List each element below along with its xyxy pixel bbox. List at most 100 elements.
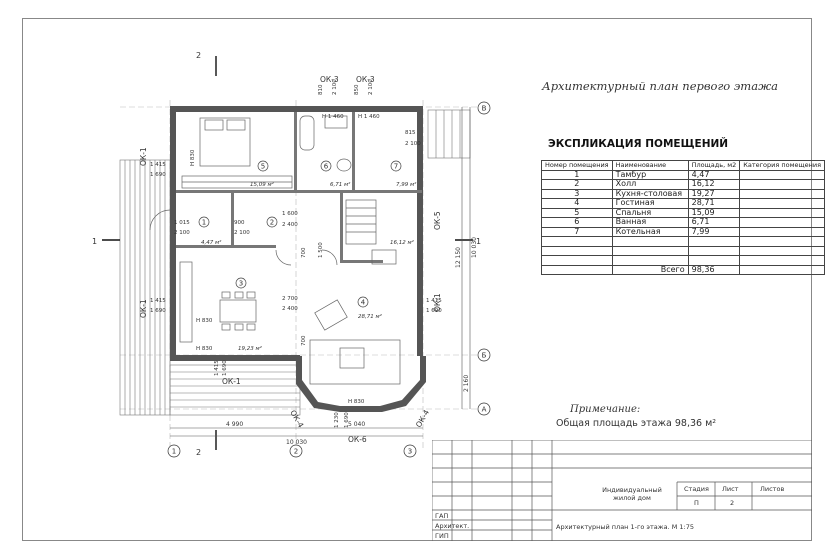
opening-2400-b: 2 400 [282,306,298,312]
room-area-4: 28,71 м² [358,313,383,320]
opening-1415-south: 1 415 [214,360,220,376]
opening-700-b: 700 [301,335,307,346]
opening-2100-boiler: 2 100 [405,141,421,147]
opening-1415-west-b: 1 415 [150,298,166,304]
dim-5040: 5 040 [348,421,365,428]
drawing-frame [22,18,812,541]
explication-title: ЭКСПЛИКАЦИЯ ПОМЕЩЕНИЙ [548,138,729,150]
title-block-grid [432,440,812,541]
bed [199,117,251,167]
axis-label-a: А [482,406,487,414]
terrace [119,109,471,416]
furniture [149,115,401,385]
opening-1415-east: 1 415 [426,298,442,304]
room-area-2: 16,12 м² [390,239,415,246]
architect-label: Архитект. [435,522,470,530]
header-name: Наименование [611,160,689,171]
toilet [336,158,352,172]
note-text: Общая площадь этажа 98,36 м² [556,418,717,429]
opening-815: 815 [405,130,416,136]
fireplace [371,249,397,265]
stage-label: Стадия [684,485,709,493]
dim-10030-vertical: 10 030 [471,237,478,258]
section-mark-1-right: 1 [476,237,481,246]
opening-1500: 1 500 [318,242,324,258]
header-number: Номер помещения [541,160,613,171]
opening-810: 810 [318,84,324,95]
section-mark-1-left: 1 [92,237,97,246]
sheet-title: Архитектурный план 1-го этажа. М 1:75 [556,523,695,531]
window-mark-ok1-a: ОК-1 [139,147,148,166]
dim-2160: 2 160 [463,375,470,392]
window-mark-ok1-d: ОК-1 [222,377,241,386]
header-area: Площадь, м2 [687,160,741,171]
window-mark-ok1-b: ОК-1 [139,299,148,318]
explication-table: Номер помещения Наименование Площадь, м2… [541,160,825,275]
window-mark-ok6: ОК-6 [348,435,367,444]
opening-900-a: 900 [234,220,245,226]
room-number-6: 6 [324,163,329,171]
room-markers [198,160,402,308]
opening-h830-kitchen: Н 830 [196,346,213,352]
bathtub [299,115,315,151]
gap-label: ГАП [435,512,449,520]
window-mark-ok3-a: ОК-3 [320,75,339,84]
window-mark-ok3-b: ОК-3 [356,75,375,84]
opening-2400-a: 2 400 [282,222,298,228]
opening-1690-west-a: 1 690 [150,172,166,178]
opening-1015: 1 015 [174,220,190,226]
room-number-1: 1 [202,219,206,227]
opening-1690-south: 1 690 [344,412,350,428]
dim-4990: 4 990 [226,421,243,428]
axis-label-2: 2 [294,448,298,456]
armchair [314,299,348,331]
axis-label-1: 1 [172,448,176,456]
room-number-2: 2 [270,219,274,227]
room-number-5: 5 [261,163,265,171]
opening-2100-c: 2 100 [234,230,250,236]
opening-h1460-b: Н 1 460 [358,114,380,120]
opening-2700: 2 700 [282,296,298,302]
dim-10030: 10 030 [286,439,307,446]
sink [324,115,348,129]
sofa [309,339,401,385]
dimension-lines [170,107,471,437]
entrance-door-swing [149,209,171,231]
window-mark-ok1-c: ОК-1 [433,293,442,312]
opening-700-a: 700 [301,247,307,258]
opening-2100-entry: 2 100 [174,230,190,236]
dining-table [219,299,257,323]
axis-label-3: 3 [408,448,412,456]
title-block: Индивидуальный жилой дом Архитектурный п… [432,440,812,541]
opening-h830-living: Н 830 [348,399,365,405]
sheet-label: Лист [722,485,739,493]
opening-1690-west-b: 1 690 [150,308,166,314]
header-category: Категория помещения [739,160,825,171]
opening-2100-b: 2 100 [368,79,374,95]
section-mark-2-top: 2 [196,51,201,60]
coffee-table [339,347,365,369]
table-header-row: Номер помещения Наименование Площадь, м2… [541,160,825,171]
note-heading: Примечание: [570,404,641,415]
opening-h1460-a: Н 1 460 [322,114,344,120]
window-mark-ok4-b: ОК-4 [414,408,431,429]
stage-value: П [694,499,699,507]
section-mark-2-bottom: 2 [196,448,201,457]
table-row-empty [541,255,825,266]
table-row-empty [541,236,825,247]
opening-1600: 1 600 [282,211,298,217]
dim-12150: 12 150 [455,247,462,268]
axis-label-b: Б [482,352,487,360]
opening-h830-bedroom: Н 830 [190,149,196,166]
opening-1415-west-a: 1 415 [150,162,166,168]
table-row-empty [541,245,825,256]
